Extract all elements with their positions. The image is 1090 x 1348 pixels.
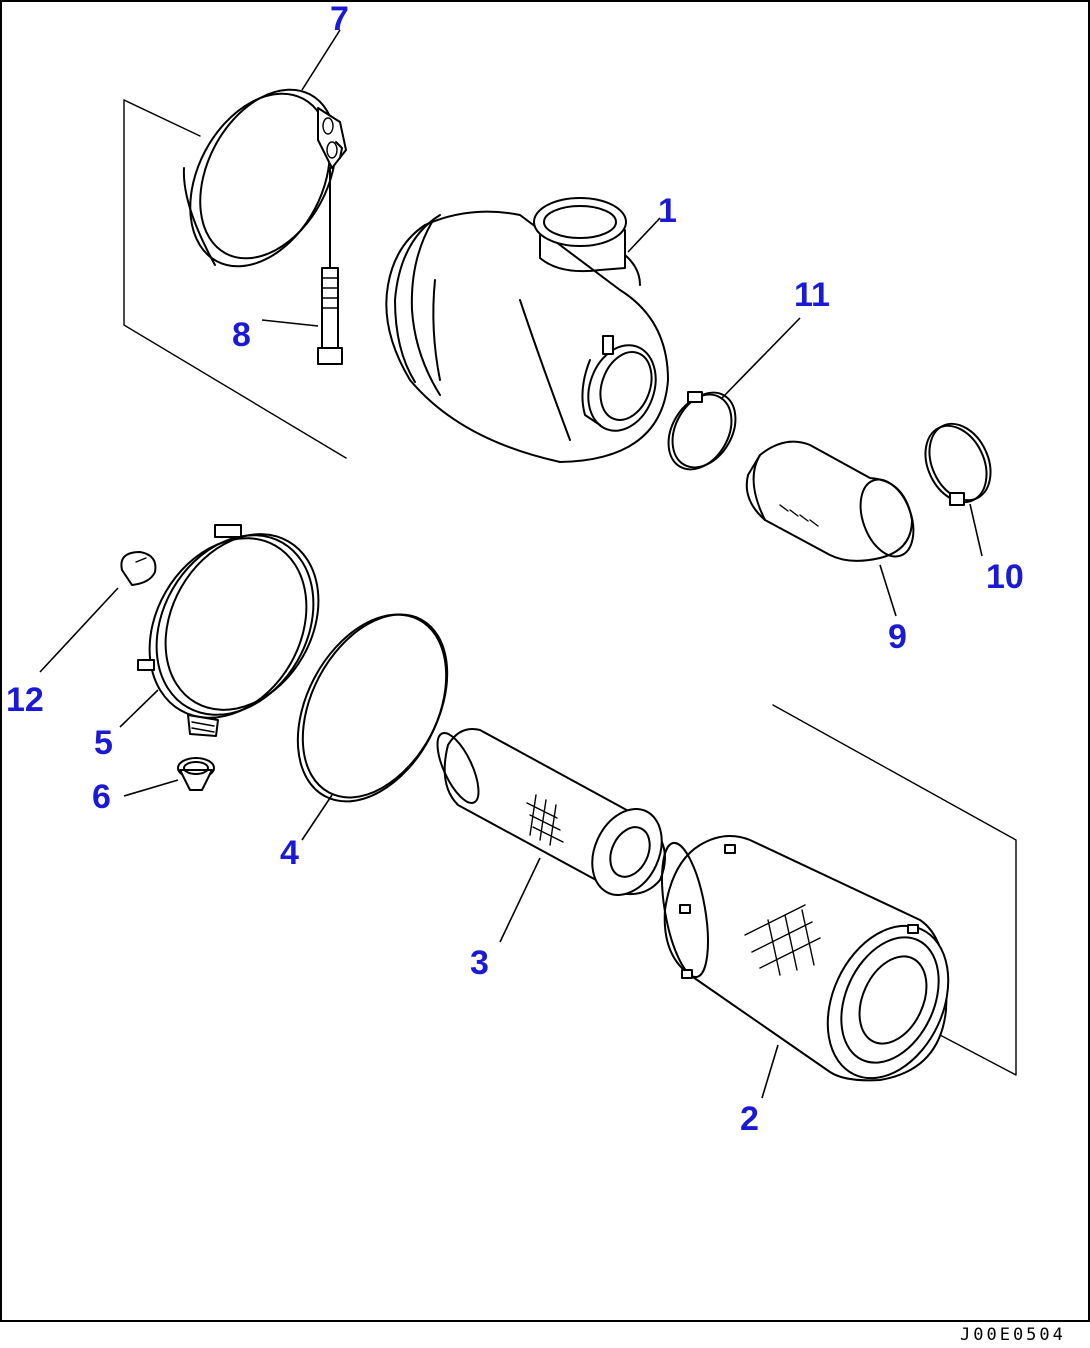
part-6-valve (177, 757, 215, 791)
part-10-hose-clamp (924, 422, 992, 506)
part-12-tag (120, 551, 157, 586)
callout-10: 10 (986, 558, 1024, 596)
drawing-code: J00E0504 (960, 1325, 1066, 1345)
callout-1: 1 (658, 192, 677, 230)
mounting-plane-upper (123, 99, 347, 459)
callout-4: 4 (280, 834, 299, 872)
part-4-o-ring (296, 613, 449, 803)
part-3-safety-element (436, 728, 666, 896)
callout-7: 7 (330, 0, 349, 38)
callout-11: 11 (794, 276, 830, 314)
callout-3: 3 (470, 944, 489, 982)
callout-12: 12 (6, 681, 44, 719)
part-2-primary-element (661, 835, 950, 1082)
callout-8: 8 (232, 316, 251, 354)
part-7-band-clamp (182, 88, 347, 268)
part-8-bolt (317, 167, 343, 365)
mounting-plane-lower (772, 704, 1017, 1076)
part-1-cleaner-body (385, 197, 669, 463)
callouts: 7 8 1 11 10 9 12 5 6 4 3 2 (6, 0, 1024, 1138)
callout-9: 9 (888, 618, 907, 656)
callout-2: 2 (740, 1100, 759, 1138)
leader-lines (39, 29, 983, 1099)
callout-6: 6 (92, 778, 111, 816)
callout-5: 5 (94, 724, 113, 762)
part-9-elbow-hose (745, 440, 915, 562)
part-5-cover-ring (137, 524, 320, 737)
part-11-hose-clamp (667, 391, 737, 471)
